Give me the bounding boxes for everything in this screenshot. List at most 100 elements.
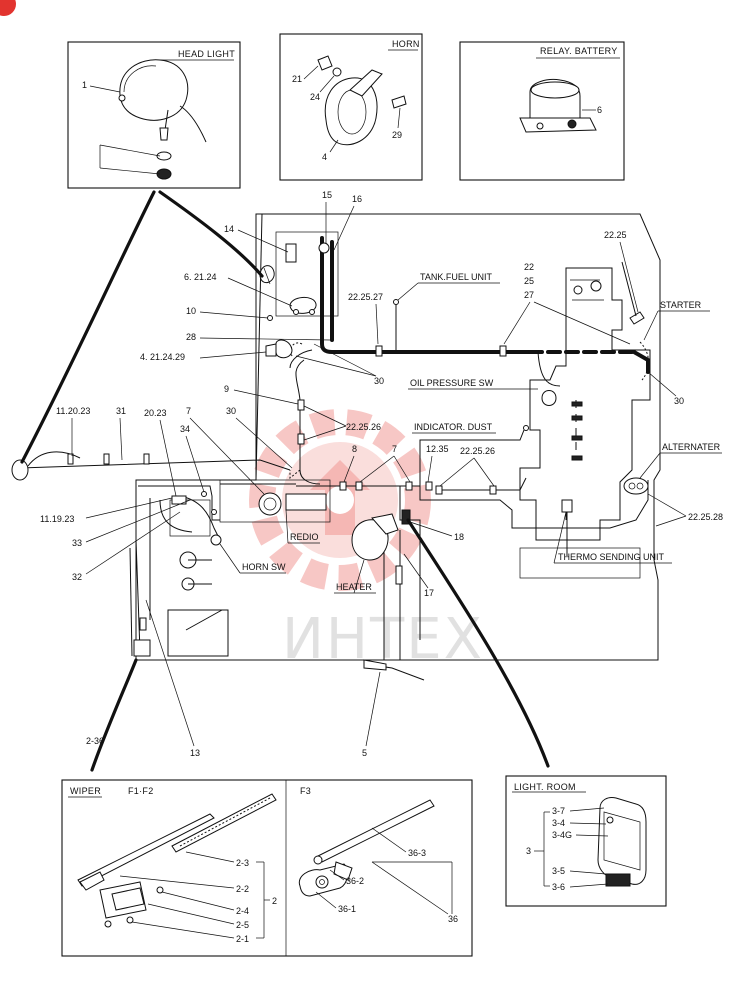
cab-wiper-icon <box>129 539 151 657</box>
callout-w2-1: 2-1 <box>236 934 249 944</box>
callout-w2-5: 2-5 <box>236 920 249 930</box>
callout-15: 15 <box>322 190 332 200</box>
callout-8: 8 <box>352 444 357 454</box>
callout-w2-2: 2-2 <box>236 884 249 894</box>
callout-14: 14 <box>224 224 234 234</box>
callout-lr3: 3 <box>526 846 531 856</box>
callout-22-25-top: 22.25 <box>604 230 627 240</box>
callout-lr3-6: 3-6 <box>552 882 565 892</box>
callout-31: 31 <box>116 406 126 416</box>
starter-icon <box>621 261 645 325</box>
callout-22-25-26b: 22.25.26 <box>460 446 495 456</box>
watermark-text: ИНТЕХ <box>282 607 484 672</box>
harness-clips <box>67 345 507 495</box>
fuse-box-icon <box>265 231 339 359</box>
callout-22-25-27b-3: 27 <box>524 290 534 300</box>
callout-33: 33 <box>72 538 82 548</box>
callout-12-35: 12.35 <box>426 444 449 454</box>
callout-34: 34 <box>180 424 190 434</box>
callout-relay-6: 6 <box>597 105 602 115</box>
dashboard <box>167 479 331 657</box>
callout-horn-4: 4 <box>322 152 327 162</box>
relay-battery-title: RELAY. BATTERY <box>540 46 618 56</box>
callout-30a: 30 <box>374 376 384 386</box>
heater-icon <box>351 509 411 585</box>
callout-11-20-23: 11.20.23 <box>56 406 90 416</box>
fuel-tank-sender-icon <box>259 265 275 285</box>
redio-label: REDIO <box>290 532 319 542</box>
callout-5: 5 <box>362 748 367 758</box>
horn-box: HORN 21 24 4 29 <box>279 33 423 181</box>
callout-22-25-27b-2: 25 <box>524 276 534 286</box>
oil-pressure-sw-label: OIL PRESSURE SW <box>410 378 494 388</box>
callout-9: 9 <box>224 384 229 394</box>
callout-horn-29: 29 <box>392 130 402 140</box>
lever-5-icon <box>363 659 425 681</box>
room-light-icon <box>597 797 647 887</box>
wiper-title: WIPER <box>70 786 101 796</box>
light-room-box: LIGHT. ROOM 3-7 3-4 3-4G 3 3-5 3-6 <box>505 775 667 907</box>
callout-22-25-27b-1: 22 <box>524 262 534 272</box>
thermo-sending-unit-label: THERMO SENDING UNIT <box>558 552 665 562</box>
callout-horn-24: 24 <box>310 92 320 102</box>
callout-7b: 7 <box>392 444 397 454</box>
callout-22-25-26a: 22.25.26 <box>346 422 381 432</box>
head-light-title: HEAD LIGHT <box>178 49 235 59</box>
callout-22-25-27a: 22.25.27 <box>348 292 383 302</box>
alternater-label: ALTERNATER <box>662 442 721 452</box>
callout-20-23: 20.23 <box>144 408 167 418</box>
callout-f36: 36 <box>448 914 458 924</box>
callout-f36-3: 36-3 <box>408 848 426 858</box>
callout-lr3-5: 3-5 <box>552 866 565 876</box>
corner-logo-icon <box>0 0 16 16</box>
starter-label: STARTER <box>660 300 702 310</box>
alternator-icon <box>623 477 649 495</box>
callout-f36-1: 36-1 <box>338 904 356 914</box>
indicator-dust-label: INDICATOR. DUST <box>414 422 493 432</box>
callout-hl-1: 1 <box>82 80 87 90</box>
light-room-title: LIGHT. ROOM <box>514 782 576 792</box>
horn-sw-label: HORN SW <box>242 562 286 572</box>
callout-18: 18 <box>454 532 464 542</box>
callout-lr3-7: 3-7 <box>552 806 565 816</box>
callout-4-21-24-29: 4. 21.24.29 <box>140 352 185 362</box>
callout-w2-4: 2-4 <box>236 906 249 916</box>
wiper-box: WIPER F1·F2 F3 2-3 2-2 2 2-4 2-5 2-1 <box>61 779 473 957</box>
callout-30c: 30 <box>226 406 236 416</box>
thermo-sending-unit-icon <box>561 499 573 556</box>
chassis-outline <box>135 213 661 661</box>
callout-2-36: 2-36 <box>86 736 104 746</box>
engine-block-icon <box>519 267 651 541</box>
callout-lr3-4: 3-4 <box>552 818 565 828</box>
wiper-f1-f2-icon <box>77 793 277 928</box>
wiper-variant-title: F1·F2 <box>128 786 154 796</box>
callout-7a: 7 <box>186 406 191 416</box>
callout-lr3-4g: 3-4G <box>552 830 572 840</box>
relay-battery-box: RELAY. BATTERY 6 <box>459 41 625 181</box>
horn-title: HORN <box>392 39 420 49</box>
callout-horn-21: 21 <box>292 74 302 84</box>
oil-pressure-switch-icon <box>541 390 583 461</box>
callout-17: 17 <box>424 588 434 598</box>
harness-wires <box>11 299 649 660</box>
main-callouts: 15 16 14 6. 21.24 10 28 4. 21.24.29 22.2… <box>40 190 723 758</box>
callout-w2-3: 2-3 <box>236 858 249 868</box>
callout-13: 13 <box>190 748 200 758</box>
heater-label: HEATER <box>336 582 372 592</box>
callout-28: 28 <box>186 332 196 342</box>
callout-22-25-28: 22.25.28 <box>688 512 723 522</box>
callout-16: 16 <box>352 194 362 204</box>
head-light-lamp-icon <box>99 59 207 180</box>
callout-6-21-24: 6. 21.24 <box>184 272 217 282</box>
callout-11-19-23: 11.19.23 <box>40 514 74 524</box>
callout-32: 32 <box>72 572 82 582</box>
tank-fuel-unit-label: TANK.FUEL UNIT <box>420 272 493 282</box>
callout-30b: 30 <box>674 396 684 406</box>
head-light-box: HEAD LIGHT 1 <box>67 41 241 189</box>
relay-battery-icon <box>519 79 597 133</box>
callout-f36-2: 36-2 <box>346 876 364 886</box>
detail-leaders <box>20 190 550 772</box>
main-harness <box>289 236 650 381</box>
callout-10: 10 <box>186 306 196 316</box>
